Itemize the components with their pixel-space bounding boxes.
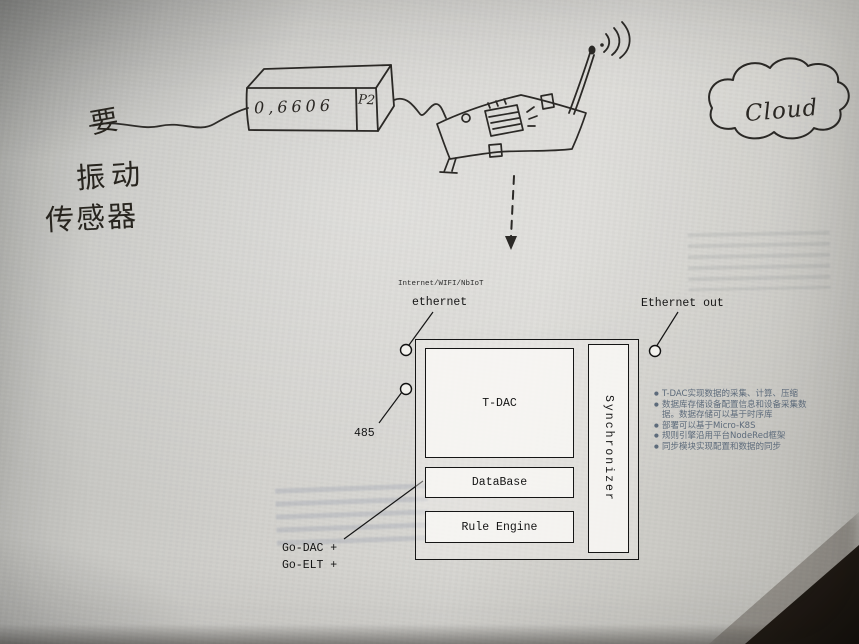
note-item: 规则引擎沿用平台NodeRed框架 <box>654 431 818 442</box>
database-label: DataBase <box>471 476 528 489</box>
rule-engine-label: Rule Engine <box>461 520 538 534</box>
sensor-cable-sketch <box>89 107 249 129</box>
database-module: DataBase <box>425 467 574 498</box>
note-item: T-DAC实现数据的采集、计算、压缩 <box>654 389 818 400</box>
antenna-icon <box>568 45 596 115</box>
stack-label-goelt: Go-ELT + <box>282 559 338 572</box>
note-item: 数据库存储设备配置信息和设备采集数据。数据存储可以基于时序库 <box>654 400 818 421</box>
ethernet-in-port <box>399 343 413 357</box>
port-circles <box>399 343 662 396</box>
synchronizer-module: Synchronizer <box>588 344 629 553</box>
wifi-signal-icon <box>600 21 631 59</box>
connector-lines <box>343 311 679 540</box>
paper-edge-shadow <box>0 624 769 644</box>
ethernet-out-port <box>648 344 662 358</box>
ethernet-out-label: Ethernet out <box>641 297 724 310</box>
sensor-device-sketch <box>245 64 395 132</box>
cloud-icon <box>708 57 850 140</box>
note-item: 部署可以基于Micro-K8S <box>654 421 818 432</box>
stack-label-godac: Go-DAC + <box>282 542 338 555</box>
note-item: 同步模块实现配置和数据的同步 <box>654 442 818 453</box>
notes-list: T-DAC实现数据的采集、计算、压缩 数据库存储设备配置信息和设备采集数据。数据… <box>654 389 818 452</box>
down-arrow-dashed <box>505 175 517 250</box>
circuit-board-sketch <box>436 93 587 174</box>
synchronizer-label: Synchronizer <box>602 395 615 502</box>
rs485-label: 485 <box>354 427 375 440</box>
rule-engine-module: Rule Engine <box>425 511 574 543</box>
tdac-module: T-DAC <box>425 348 574 458</box>
ethernet-in-label: ethernet <box>412 296 468 309</box>
tdac-label: T-DAC <box>482 396 517 410</box>
device-cable-sketch <box>393 97 447 119</box>
rs485-port <box>399 382 413 396</box>
uplink-protocols-label: Internet/WIFI/NbIoT <box>398 280 484 288</box>
stack-labels: Go-DAC + Go-ELT + <box>282 540 337 574</box>
